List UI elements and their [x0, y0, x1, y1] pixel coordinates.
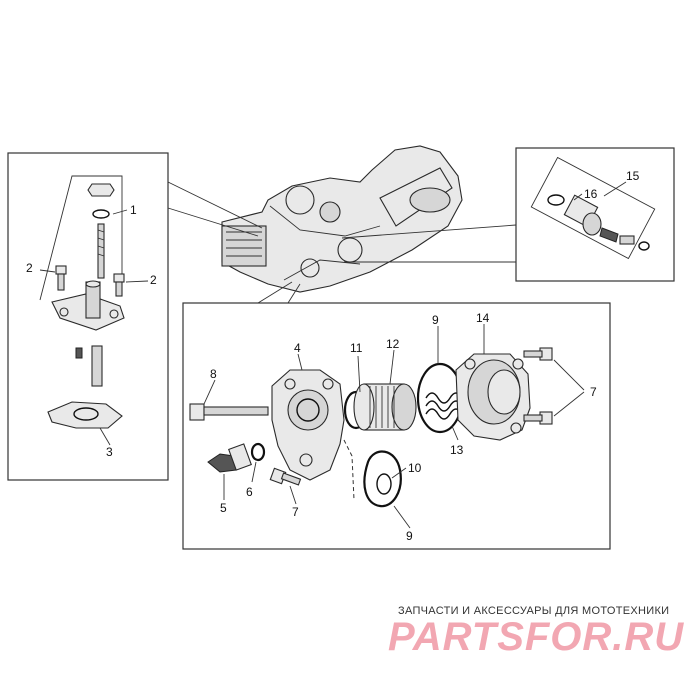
washer-6: [250, 442, 266, 462]
callout-6: 6: [246, 485, 253, 499]
o-ring-9-upper: [416, 362, 464, 434]
callout-9-lower: 9: [406, 529, 413, 543]
callout-10: 10: [408, 461, 422, 475]
callout-13: 13: [450, 443, 464, 457]
bolt-7-upper: [523, 347, 553, 361]
callout-12: 12: [386, 337, 400, 351]
leader-main-frame-2: [287, 283, 301, 304]
callout-16: 16: [584, 187, 598, 201]
leader-left-inset: [167, 181, 263, 229]
leader-left-inset-2: [167, 207, 259, 237]
seal-10: [363, 450, 402, 508]
oil-filter-12: [353, 383, 417, 431]
callout-8: 8: [210, 367, 217, 381]
filter-cover-4: [271, 369, 345, 481]
tensioner-assembly: [39, 175, 125, 429]
drain-plug-5: [207, 443, 252, 473]
right-inset-frame: [515, 147, 675, 282]
cover-14: [455, 353, 531, 441]
callout-1: 1: [130, 203, 137, 217]
watermark-tagline: ЗАПЧАСТИ И АКСЕССУАРЫ ДЛЯ МОТОТЕХНИКИ: [398, 605, 670, 617]
left-inset-frame: [7, 152, 169, 481]
callout-2-right: 2: [150, 273, 157, 287]
callout-15: 15: [626, 169, 640, 183]
dashed-guide: [343, 439, 355, 501]
main-assembly-frame: [182, 302, 611, 550]
watermark-logo: PARTSFOR.RU: [388, 615, 685, 659]
leader-main-frame: [257, 281, 293, 304]
callout-2-left: 2: [26, 261, 33, 275]
callout-5: 5: [220, 501, 227, 515]
leader-right-inset: [341, 224, 517, 239]
callout-3: 3: [106, 445, 113, 459]
bolt-7-lower: [269, 467, 302, 486]
bolt-7-middle: [523, 411, 553, 425]
engine-overview: [221, 145, 463, 293]
oil-pressure-valve: [530, 156, 656, 260]
callout-11: 11: [350, 341, 363, 355]
callout-7-right: 7: [590, 385, 597, 399]
callout-7-lower: 7: [292, 505, 299, 519]
callout-14: 14: [476, 311, 490, 325]
bolt-8: [189, 403, 269, 421]
callout-9-upper: 9: [432, 313, 439, 327]
callout-4: 4: [294, 341, 301, 355]
